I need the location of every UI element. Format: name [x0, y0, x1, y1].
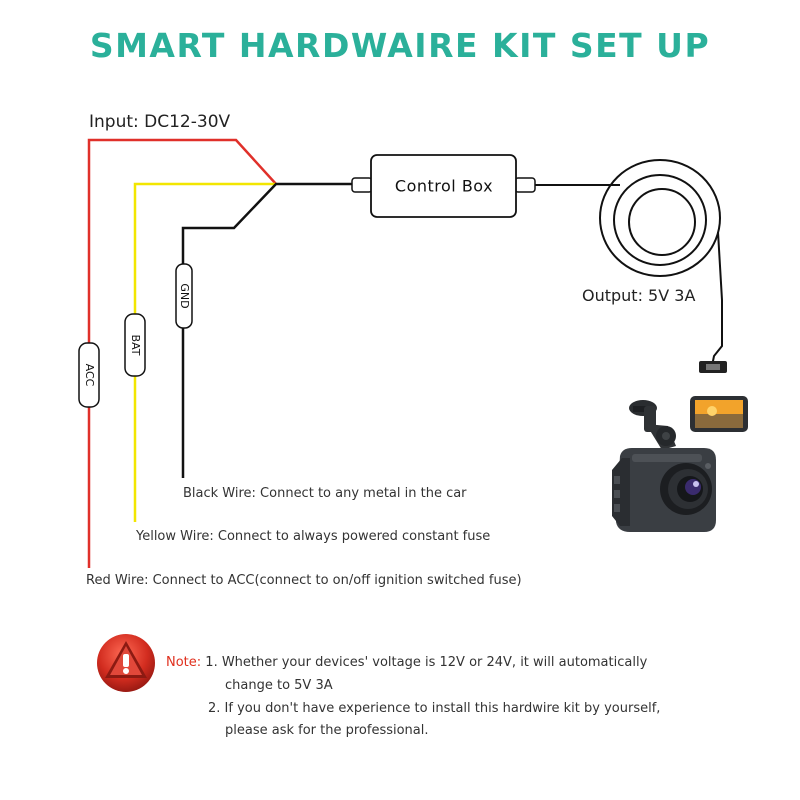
control-box: Control Box — [351, 154, 536, 218]
yellow-wire-description: Yellow Wire: Connect to always powered c… — [136, 529, 491, 544]
input-label: Input: DC12-30V — [89, 112, 231, 132]
gnd-tag: GND — [175, 263, 193, 329]
acc-tag-label: ACC — [83, 364, 96, 387]
bat-tag-label: BAT — [129, 335, 142, 356]
note-line-1: 1. Whether your devices' voltage is 12V … — [205, 655, 648, 670]
control-box-label: Control Box — [395, 177, 493, 196]
note-item-1: Note: 1. Whether your devices' voltage i… — [166, 655, 647, 670]
black-wire — [181, 182, 352, 478]
bat-tag: BAT — [124, 313, 146, 377]
warning-triangle-icon — [97, 634, 155, 692]
note-line-4: please ask for the professional. — [225, 723, 429, 738]
note-label: Note: — [166, 655, 202, 670]
usb-plug — [699, 361, 727, 373]
note-line-3: 2. If you don't have experience to insta… — [208, 701, 661, 716]
page-title: SMART HARDWAIRE KIT SET UP — [89, 26, 711, 65]
acc-tag: ACC — [78, 342, 100, 408]
output-label: Output: 5V 3A — [582, 286, 696, 305]
output-cable — [535, 159, 723, 367]
gnd-tag-label: GND — [178, 283, 191, 308]
red-wire-description: Red Wire: Connect to ACC(connect to on/o… — [86, 573, 522, 588]
dashcam-icon — [612, 396, 748, 532]
note-line-2: change to 5V 3A — [225, 678, 333, 693]
black-wire-description: Black Wire: Connect to any metal in the … — [183, 486, 467, 501]
yellow-wire — [133, 182, 276, 522]
